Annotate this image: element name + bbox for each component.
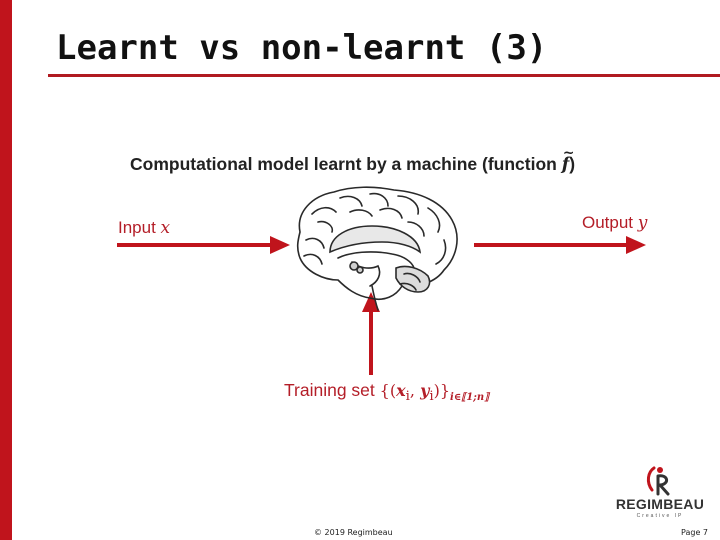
set-open: {( [380, 381, 396, 400]
logo-mark-icon [612, 462, 708, 496]
output-label: Output y [582, 213, 647, 233]
set-x: x [396, 381, 406, 400]
set-index: i∈⟦1;n⟧ [450, 392, 489, 403]
footer-copyright: © 2019 Regimbeau [314, 528, 393, 537]
input-label-text: Input [118, 218, 161, 237]
input-arrow [117, 236, 290, 254]
output-variable: y [638, 213, 648, 233]
output-arrow [474, 236, 646, 254]
output-label-text: Output [582, 213, 638, 232]
set-close: )} [434, 381, 450, 400]
regimbeau-logo: REGIMBEAU Creative IP [612, 462, 708, 524]
input-label: Input x [118, 218, 170, 238]
set-y: y [420, 381, 429, 400]
set-comma: , [410, 381, 420, 400]
training-arrow [362, 292, 380, 375]
training-set-label: Training set {(xi, yi)}i∈⟦1;n⟧ [284, 380, 489, 404]
input-variable: x [161, 218, 171, 238]
page-number: Page 7 [681, 528, 708, 537]
brain-icon [298, 187, 457, 310]
training-label-text: Training set [284, 380, 380, 400]
logo-wordmark: REGIMBEAU [612, 496, 708, 512]
training-set-formula: {(xi, yi)} [380, 381, 450, 400]
logo-tagline: Creative IP [612, 513, 708, 519]
